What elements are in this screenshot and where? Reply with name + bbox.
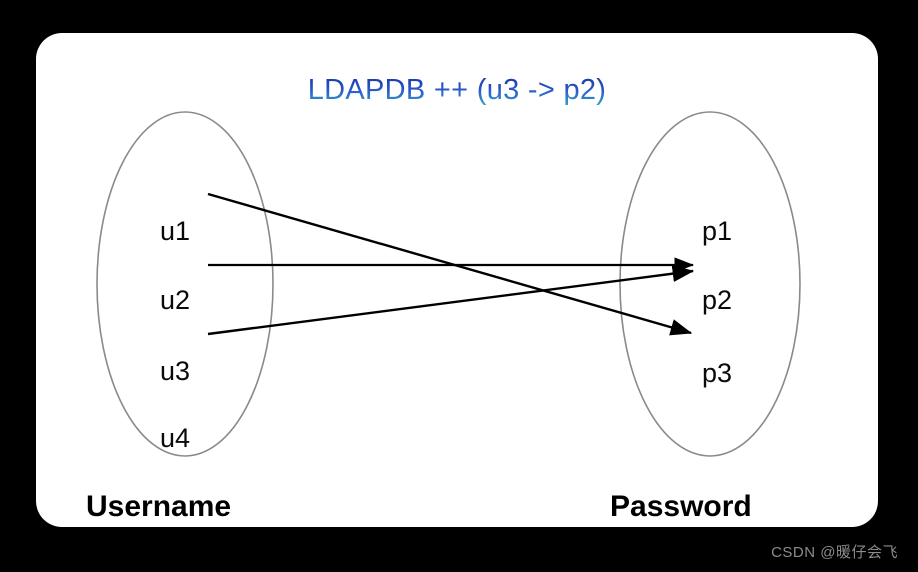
right-node-p2: p2 — [702, 285, 733, 315]
left-node-u4: u4 — [160, 423, 191, 453]
right-node-p3: p3 — [702, 358, 733, 388]
left-node-u1: u1 — [160, 216, 191, 246]
diagram-title: LDAPDB ++ (u3 -> p2) — [36, 73, 878, 107]
right-set-caption: Password — [610, 490, 752, 523]
left-node-u3: u3 — [160, 356, 191, 386]
left-set-caption: Username — [86, 490, 232, 523]
csdn-watermark: CSDN @暖仔会飞 — [771, 544, 898, 561]
right-node-p1: p1 — [702, 216, 733, 246]
left-node-u2: u2 — [160, 285, 191, 315]
diagram-card: LDAPDB ++ (u3 -> p2) u1 u2 u3 u4 p1 p2 p… — [36, 33, 878, 527]
